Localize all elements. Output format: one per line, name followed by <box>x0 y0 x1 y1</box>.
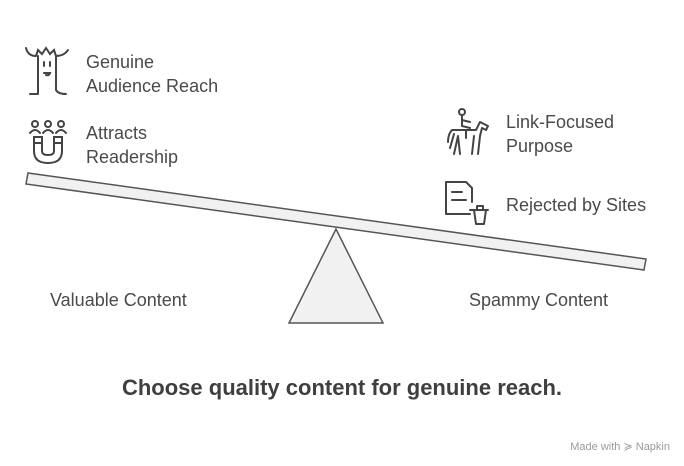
credit-brand: Napkin <box>635 441 670 453</box>
item-label: Rejected by Sites <box>506 195 647 215</box>
item-label-line1: Link-Focused <box>506 112 615 132</box>
seesaw-fulcrum <box>287 227 385 324</box>
seesaw-beam <box>25 172 647 271</box>
magnet-people-icon <box>29 120 67 165</box>
item-label-line2: Purpose <box>506 136 574 156</box>
napkin-credit[interactable]: Made with ≽ Napkin <box>570 440 670 453</box>
item-label-line2: Readership <box>86 147 179 167</box>
item-label-line1: Genuine <box>86 52 155 72</box>
item-label-line2: Audience Reach <box>86 76 219 96</box>
credit-text: Made with <box>570 441 621 453</box>
horse-rider-icon <box>447 108 489 155</box>
right-side-label: Spammy Content <box>469 290 609 310</box>
tree-face-icon <box>25 46 69 95</box>
item-label-line1: Attracts <box>86 123 148 143</box>
diagram-title: Choose quality content for genuine reach… <box>121 375 563 400</box>
left-side-label: Valuable Content <box>50 290 187 310</box>
document-trash-icon <box>445 181 489 225</box>
napkin-logo-icon: ≽ <box>623 441 633 453</box>
